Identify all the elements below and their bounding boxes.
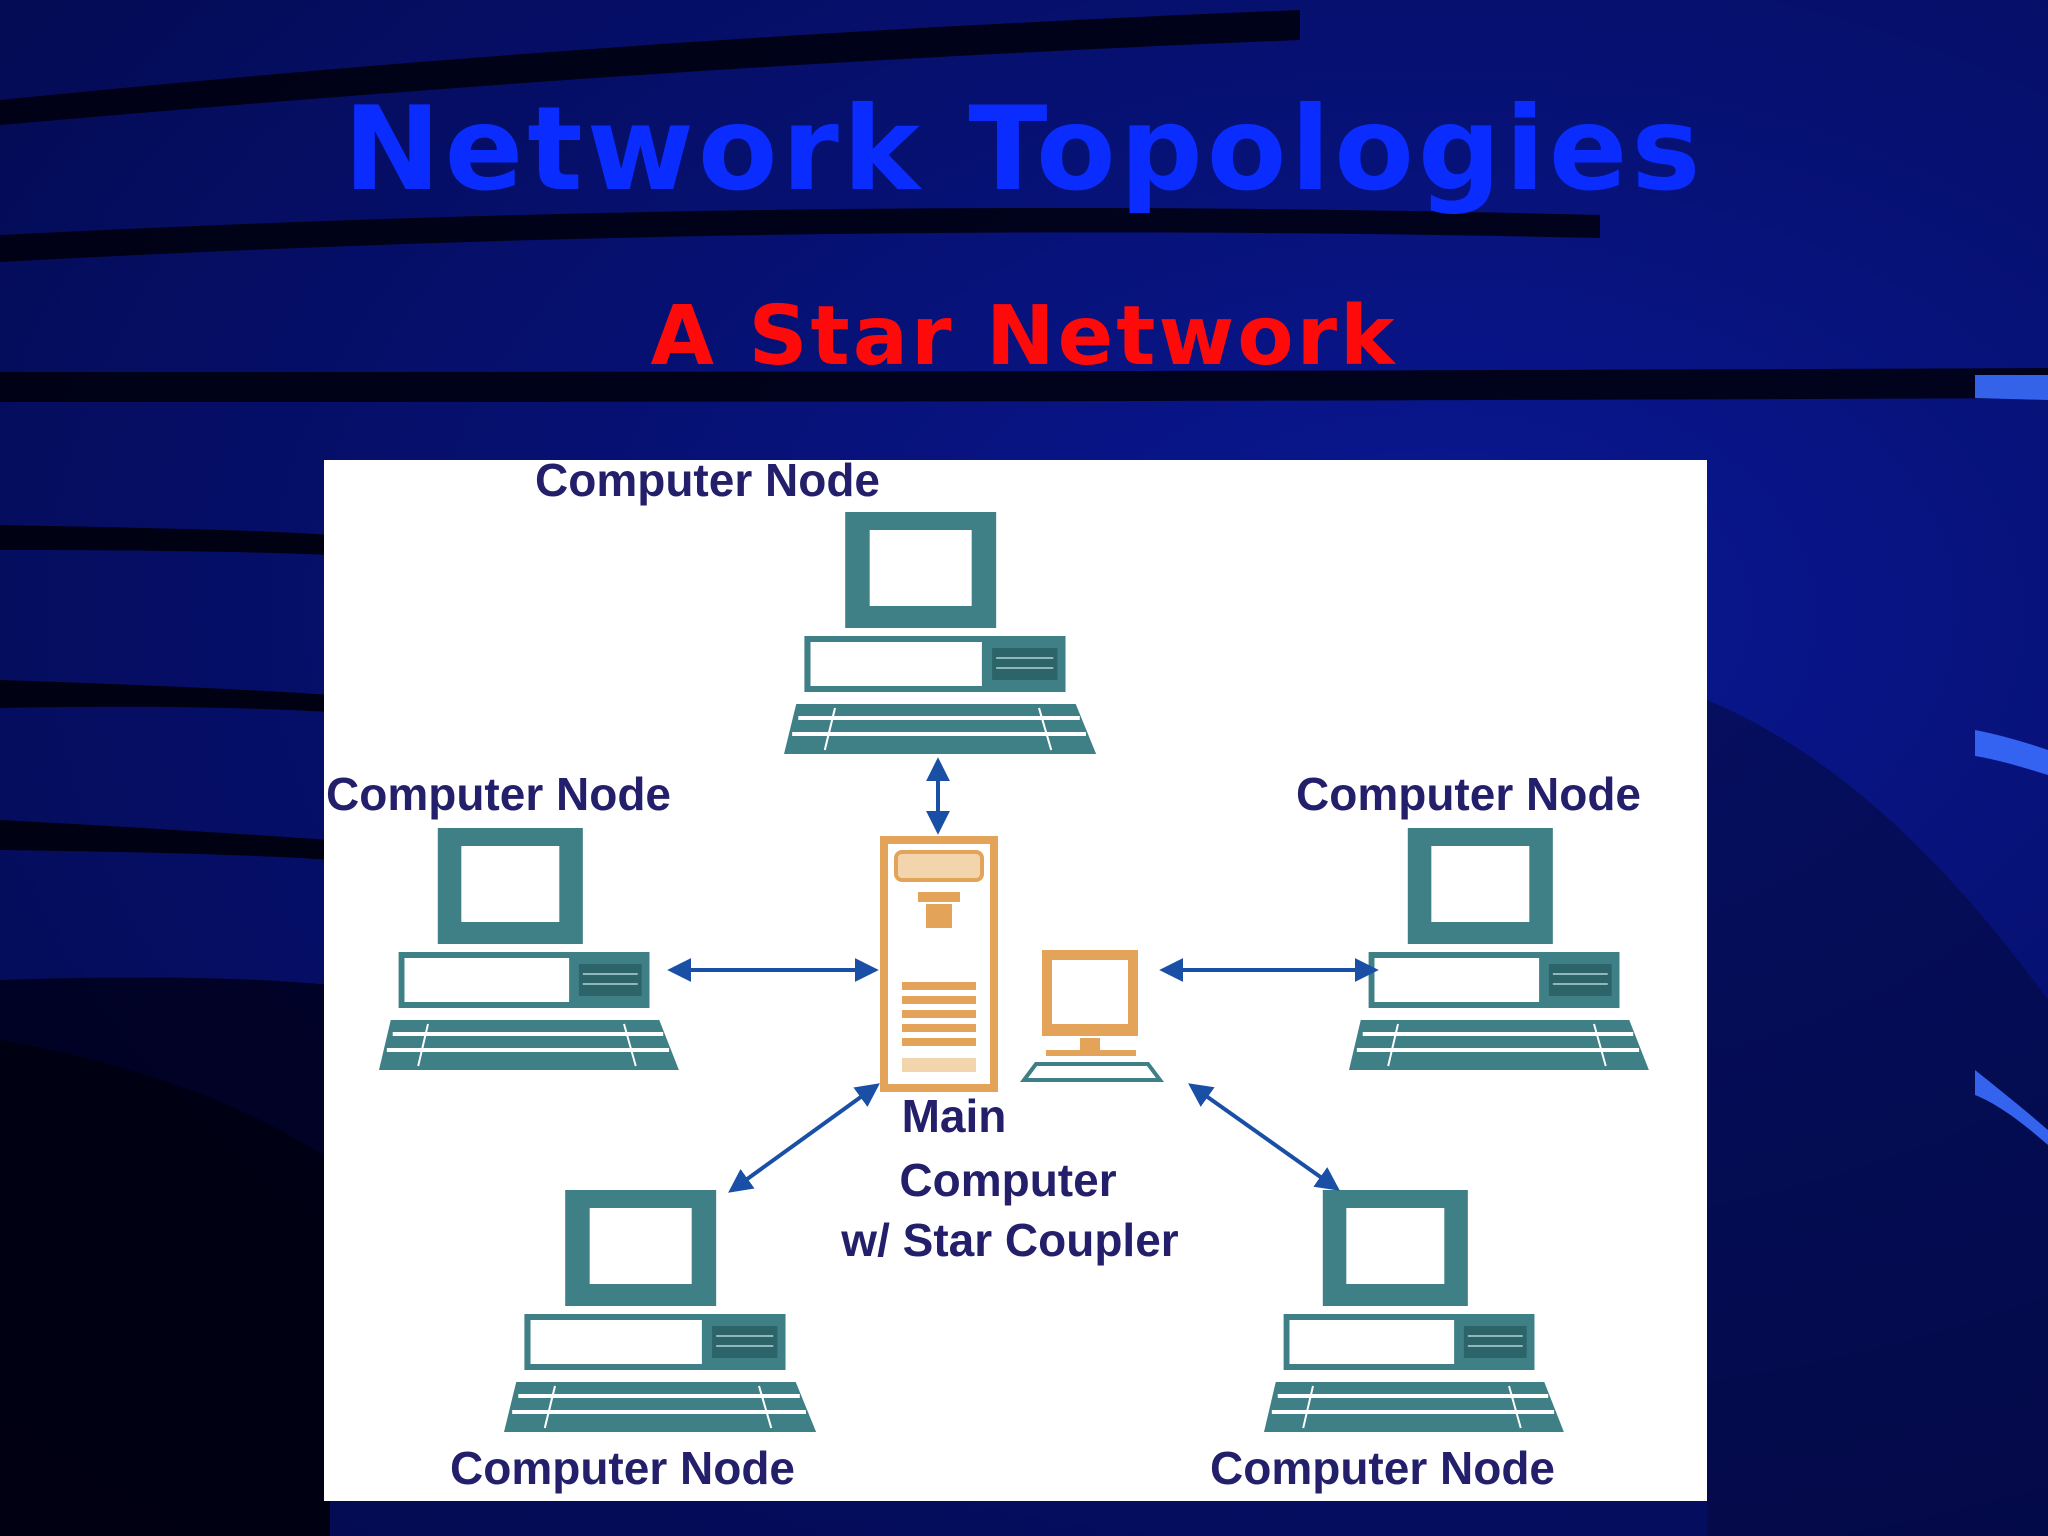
link-bottom-right xyxy=(1188,1083,1340,1191)
star-network-diagram: Computer Node Computer Node Computer Nod… xyxy=(324,460,1707,1501)
hub-label-line-3: w/ Star Coupler xyxy=(840,1214,1178,1266)
hub-label-line-2: Computer xyxy=(899,1154,1116,1206)
node-label-right: Computer Node xyxy=(1296,768,1641,820)
star-links xyxy=(667,757,1379,1193)
computer-node-right: Computer Node xyxy=(1296,768,1651,1072)
main-computer-hub: Main Computer w/ Star Coupler xyxy=(840,836,1179,1266)
node-label-bottom-left: Computer Node xyxy=(450,1442,795,1494)
computer-node-bottom-right: Computer Node xyxy=(1210,1188,1566,1494)
computer-node-bottom-left: Computer Node xyxy=(450,1190,816,1494)
node-label-left: Computer Node xyxy=(326,768,671,820)
computer-node-left: Computer Node xyxy=(326,768,681,1072)
computer-node-top: Computer Node xyxy=(535,460,1096,754)
hub-label-line-1: Main xyxy=(902,1090,1007,1142)
node-label-bottom-right: Computer Node xyxy=(1210,1442,1555,1494)
slide-title: Network Topologies xyxy=(343,82,1705,217)
slide-subtitle: A Star Network xyxy=(650,289,1398,384)
link-bottom-left xyxy=(728,1083,880,1193)
node-label-top: Computer Node xyxy=(535,460,880,506)
